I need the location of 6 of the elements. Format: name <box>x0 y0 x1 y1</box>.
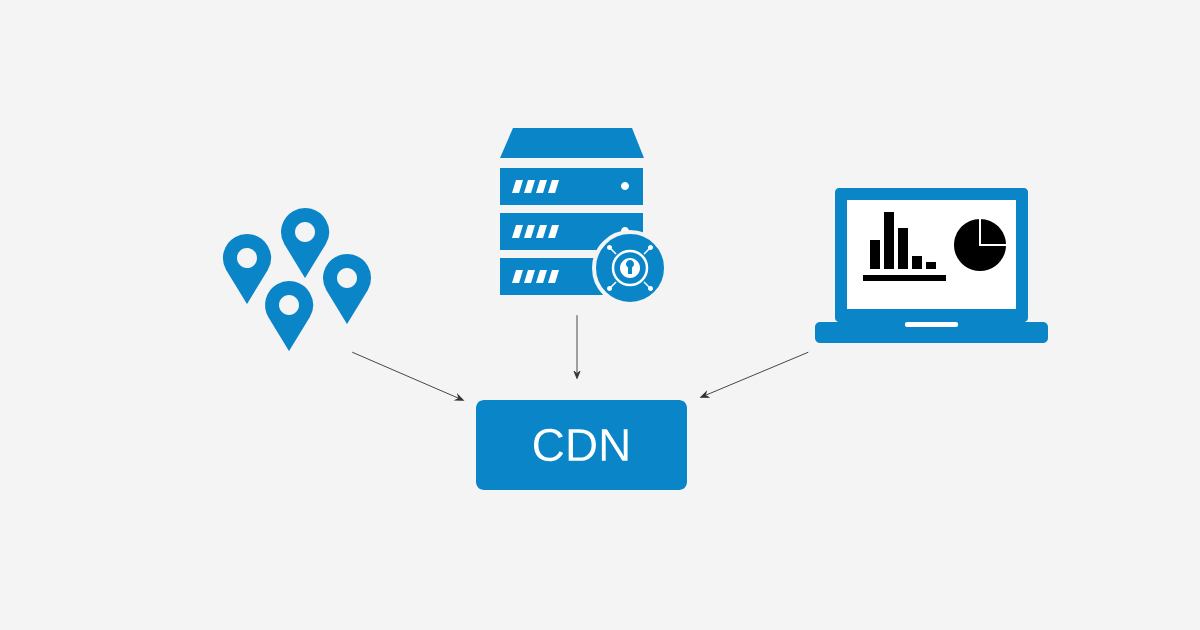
arrow <box>351 351 464 401</box>
arrow <box>573 314 581 380</box>
cdn-box: CDN <box>476 400 687 490</box>
location-pins-drawing <box>220 206 374 354</box>
laptop-drawing <box>815 188 1048 343</box>
arrow <box>700 351 809 398</box>
